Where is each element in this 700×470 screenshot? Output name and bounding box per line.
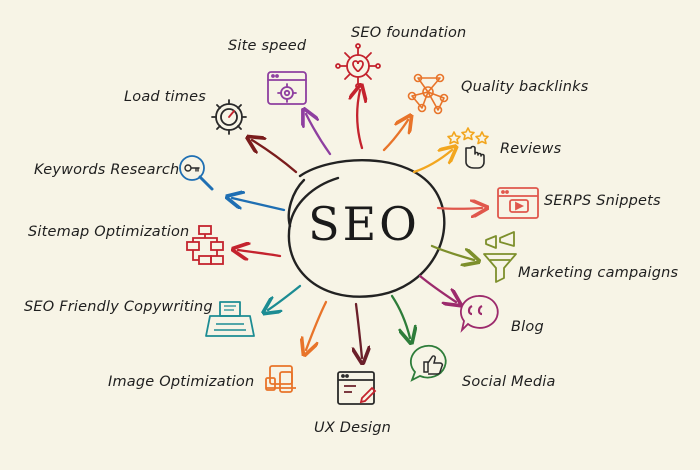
thumbs-up-bubble-icon [409, 344, 447, 382]
arrow-blog [418, 274, 456, 302]
arrow-load-times [252, 140, 298, 174]
arrow-sitemap-optimization [238, 250, 282, 256]
arrow-social-media [390, 294, 410, 338]
label-sitemap-optimization: Sitemap Optimization [28, 224, 190, 240]
arrow-keywords-research [232, 198, 286, 212]
arrow-reviews [412, 150, 452, 174]
arrow-seo-copywriting [268, 284, 302, 310]
arrow-site-speed [306, 114, 332, 156]
magnifier-key-icon [179, 155, 214, 191]
label-seo-friendly-copywriting: SEO Friendly Copywriting [24, 299, 213, 315]
label-marketing-campaigns: Marketing campaigns [518, 265, 679, 281]
typewriter-icon [205, 301, 255, 337]
browser-gear-icon [267, 71, 307, 105]
arrow-serps-snippets [436, 208, 482, 209]
devices-icon [265, 365, 296, 393]
center-label: SEO [308, 197, 420, 251]
quote-bubble-icon [459, 295, 499, 333]
label-image-optimization: Image Optimization [108, 374, 255, 390]
label-reviews: Reviews [500, 141, 562, 157]
label-keywords-research: Keywords Research [34, 162, 180, 178]
connector-arrows [232, 90, 482, 358]
label-seo-foundation: SEO foundation [351, 25, 467, 41]
funnel-megaphone-icon [483, 231, 517, 283]
sitemap-icon [186, 225, 224, 265]
center-circle [287, 158, 446, 298]
arrow-marketing-campaigns [430, 244, 474, 260]
label-social-media: Social Media [462, 374, 556, 390]
label-site-speed: Site speed [228, 38, 307, 54]
arrow-ux-design [356, 302, 362, 358]
label-ux-design: UX Design [314, 420, 392, 436]
heart-network-icon [335, 43, 381, 89]
label-serps-snippets: SERPS Snippets [544, 193, 661, 209]
browser-pen-icon [337, 371, 377, 405]
browser-video-icon [497, 187, 539, 219]
network-icon [407, 73, 449, 115]
label-blog: Blog [511, 319, 544, 335]
label-load-times: Load times [124, 89, 206, 105]
arrow-seo-foundation [357, 90, 362, 150]
gear-gauge-icon [211, 99, 247, 135]
arrow-image-optimization [306, 300, 328, 350]
label-quality-backlinks: Quality backlinks [461, 79, 589, 95]
stars-hand-icon [447, 127, 489, 169]
arrow-quality-backlinks [382, 120, 408, 152]
